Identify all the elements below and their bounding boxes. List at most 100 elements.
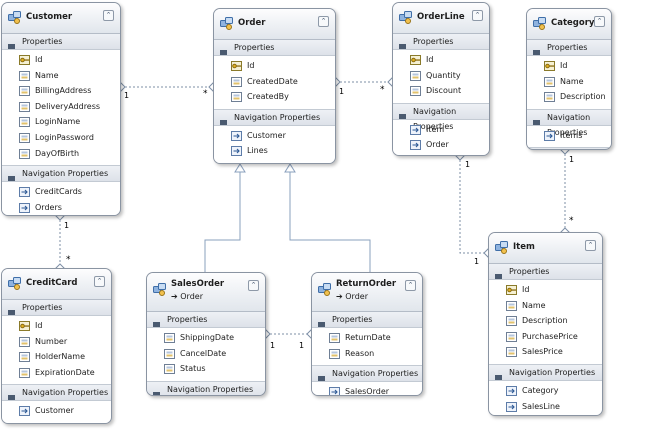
property-item[interactable]: LoginPassword <box>2 130 120 146</box>
property-item[interactable]: DeliveryAddress <box>2 99 120 115</box>
navigation-item[interactable]: Customer <box>214 128 335 144</box>
section-toggle-icon[interactable] <box>220 45 227 55</box>
navigation-section-header[interactable]: Navigation Properties <box>312 366 422 383</box>
navigation-section-header[interactable]: Navigation Properties <box>214 109 335 126</box>
entity-header[interactable]: Category⌃ <box>527 9 611 40</box>
property-item[interactable]: Id <box>527 58 611 74</box>
entity-header[interactable]: ReturnOrder➔ Order⌃ <box>312 273 422 312</box>
navigation-item[interactable]: Lines <box>214 143 335 159</box>
section-toggle-icon[interactable] <box>220 115 227 125</box>
inheritance-returnorder-order[interactable] <box>289 172 371 272</box>
inheritance-salesorder-order[interactable] <box>204 172 241 272</box>
property-item[interactable]: ShippingDate <box>147 330 265 346</box>
property-item[interactable]: ReturnDate <box>312 330 422 346</box>
properties-section-header[interactable]: Properties <box>2 300 111 316</box>
section-toggle-icon[interactable] <box>153 317 160 327</box>
property-item[interactable]: SalesPrice <box>489 344 602 360</box>
section-toggle-icon[interactable] <box>495 370 502 380</box>
section-toggle-icon[interactable] <box>153 387 160 395</box>
property-item[interactable]: Name <box>2 68 120 84</box>
navigation-item[interactable]: SalesOrder <box>312 384 422 395</box>
property-item[interactable]: CreatedBy <box>214 89 335 105</box>
property-item[interactable]: Name <box>489 298 602 314</box>
navigation-item[interactable]: Customer <box>2 403 111 419</box>
navigation-section-header[interactable]: Navigation Properties <box>2 385 111 402</box>
collapse-chevron-icon[interactable]: ⌃ <box>405 280 416 291</box>
section-toggle-icon[interactable] <box>495 269 502 279</box>
navigation-section-header[interactable]: Navigation Properties <box>147 381 265 395</box>
property-item[interactable]: PurchasePrice <box>489 329 602 345</box>
navigation-item[interactable]: Orders <box>2 200 120 215</box>
collapse-chevron-icon[interactable]: ⌃ <box>248 280 259 291</box>
property-item[interactable]: BillingAddress <box>2 83 120 99</box>
property-item[interactable]: Discount <box>393 83 489 99</box>
property-item[interactable]: Id <box>489 282 602 298</box>
section-toggle-icon[interactable] <box>318 317 325 327</box>
section-toggle-icon[interactable] <box>533 45 540 55</box>
section-toggle-icon[interactable] <box>8 39 15 49</box>
section-toggle-icon[interactable] <box>399 109 406 119</box>
properties-section-header[interactable]: Properties <box>489 264 602 280</box>
navigation-item[interactable]: Items <box>527 128 611 144</box>
property-item[interactable]: Id <box>393 52 489 68</box>
property-item[interactable]: Status <box>147 361 265 377</box>
navigation-section-header[interactable]: Navigation Properties <box>489 364 602 381</box>
collapse-chevron-icon[interactable]: ⌃ <box>318 16 329 27</box>
property-item[interactable]: CancelDate <box>147 346 265 362</box>
navigation-item[interactable]: Category <box>489 383 602 399</box>
property-item[interactable]: Number <box>2 334 111 350</box>
properties-section-header[interactable]: Properties <box>312 312 422 328</box>
navigation-section-header[interactable]: Navigation Properties <box>2 166 120 183</box>
property-item[interactable]: Id <box>2 318 111 334</box>
entity-header[interactable]: Customer⌃ <box>2 3 120 34</box>
property-item[interactable]: DayOfBirth <box>2 146 120 162</box>
properties-section-header[interactable]: Properties <box>214 40 335 56</box>
navigation-item[interactable]: Item <box>393 122 489 138</box>
entity-header[interactable]: CreditCard⌃ <box>2 269 111 300</box>
navigation-item[interactable]: CreditCards <box>2 184 120 200</box>
association-orderline-item[interactable] <box>459 156 488 254</box>
property-item[interactable]: Id <box>2 52 120 68</box>
entity-header[interactable]: Order⌃ <box>214 9 335 40</box>
properties-section-header[interactable]: Properties <box>393 34 489 50</box>
section-toggle-icon[interactable] <box>8 390 15 401</box>
entity-header[interactable]: OrderLine⌃ <box>393 3 489 34</box>
properties-section-header[interactable]: Properties <box>527 40 611 56</box>
section-toggle-icon[interactable] <box>8 305 15 315</box>
collapse-chevron-icon[interactable]: ⌃ <box>103 10 114 21</box>
collapse-chevron-icon[interactable]: ⌃ <box>585 240 596 251</box>
section-toggle-icon[interactable] <box>399 39 406 49</box>
entity-header[interactable]: Item⌃ <box>489 233 602 264</box>
property-item[interactable]: Reason <box>312 346 422 362</box>
collapse-chevron-icon[interactable]: ⌃ <box>594 16 605 27</box>
navigation-section-header[interactable]: Navigation Properties <box>527 109 611 137</box>
property-item[interactable]: Description <box>527 89 611 105</box>
section-toggle-icon[interactable] <box>533 115 540 125</box>
property-item[interactable]: Description <box>489 313 602 329</box>
collapse-chevron-icon[interactable]: ⌃ <box>472 10 483 21</box>
section-toggle-icon[interactable] <box>318 371 325 382</box>
navigation-section-header[interactable]: Navigation Properties <box>393 103 489 131</box>
property-item[interactable]: Id <box>214 58 335 74</box>
properties-section-header[interactable]: Properties <box>147 312 265 328</box>
property-item[interactable]: CreatedDate <box>214 74 335 90</box>
section-toggle-icon[interactable] <box>8 171 15 182</box>
entity-header[interactable]: SalesOrder➔ Order⌃ <box>147 273 265 312</box>
navigation-item[interactable]: SalesLine <box>489 399 602 415</box>
collapse-chevron-icon[interactable]: ⌃ <box>94 276 105 287</box>
property-item[interactable]: LoginName <box>2 114 120 130</box>
property-item[interactable]: HolderName <box>2 349 111 365</box>
property-item[interactable]: Name <box>527 74 611 90</box>
properties-section-header[interactable]: Properties <box>2 34 120 50</box>
property-item[interactable]: ExpirationDate <box>2 365 111 381</box>
property-item[interactable]: Quantity <box>393 68 489 84</box>
navigation-item[interactable]: Order <box>393 137 489 153</box>
